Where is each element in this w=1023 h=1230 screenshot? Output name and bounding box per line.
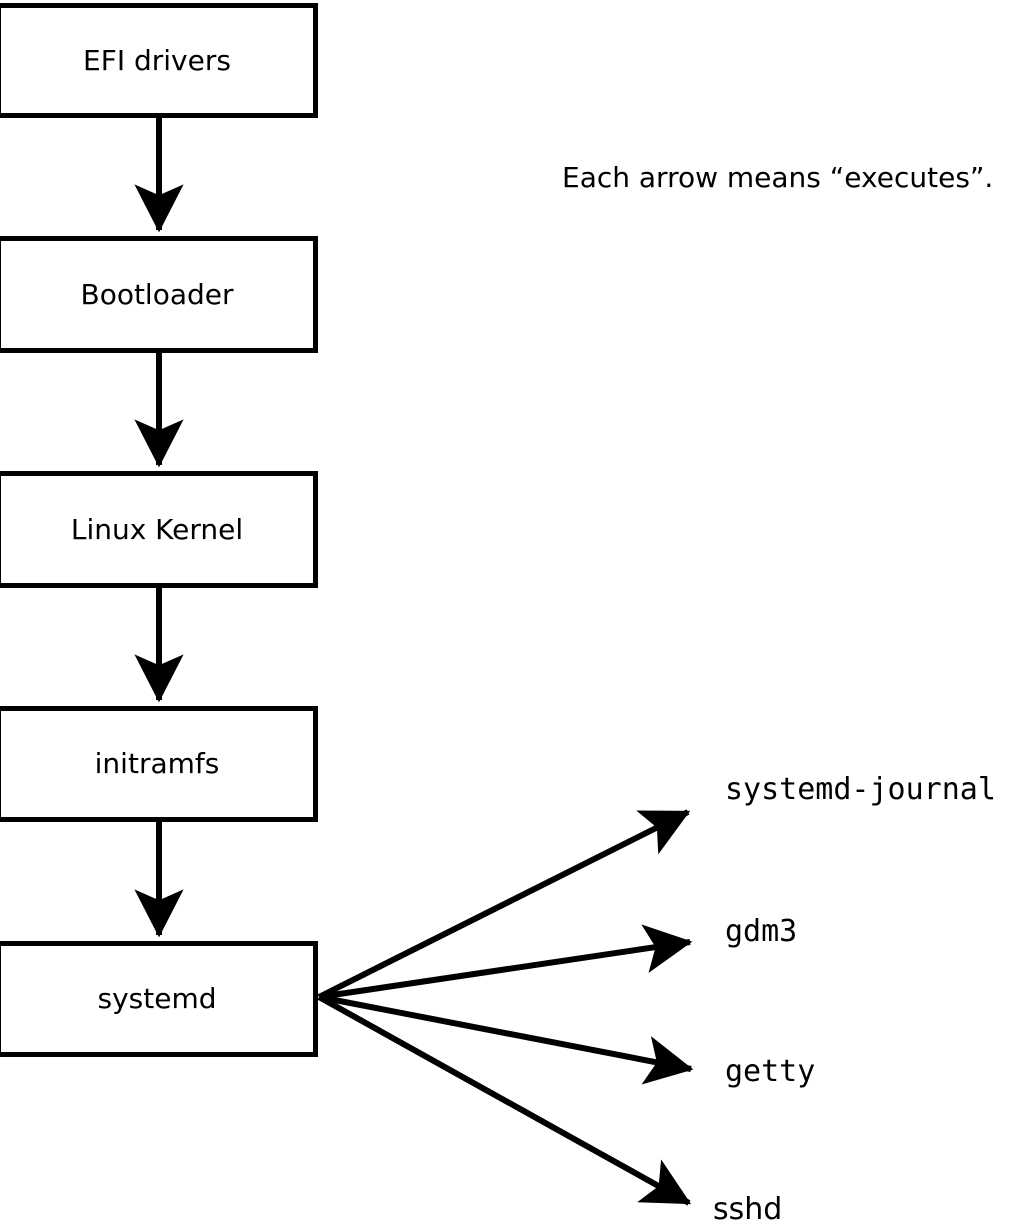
fanout-arrow-gdm3 bbox=[318, 924, 693, 1000]
fanout-arrow-systemd-journal bbox=[317, 809, 691, 1000]
node-label-linux-kernel: Linux Kernel bbox=[70, 512, 244, 546]
service-label-sshd: sshd bbox=[713, 1192, 783, 1227]
node-efi-drivers: EFI drivers bbox=[0, 3, 318, 118]
service-label-systemd-journal: systemd-journal bbox=[725, 772, 996, 807]
node-systemd: systemd bbox=[0, 941, 318, 1057]
node-label-bootloader: Bootloader bbox=[80, 277, 234, 311]
node-label-systemd: systemd bbox=[97, 982, 217, 1015]
legend-caption: Each arrow means “executes”. bbox=[562, 161, 994, 194]
service-label-getty: getty bbox=[725, 1054, 816, 1089]
node-initramfs: initramfs bbox=[0, 706, 318, 822]
fanout-arrow-sshd bbox=[317, 994, 692, 1206]
service-label-gdm3: gdm3 bbox=[725, 914, 798, 949]
node-label-initramfs: initramfs bbox=[94, 747, 220, 780]
node-bootloader: Bootloader bbox=[0, 236, 318, 353]
fanout-arrow-getty bbox=[318, 994, 694, 1085]
node-label-efi-drivers: EFI drivers bbox=[83, 43, 231, 77]
node-linux-kernel: Linux Kernel bbox=[0, 471, 318, 588]
